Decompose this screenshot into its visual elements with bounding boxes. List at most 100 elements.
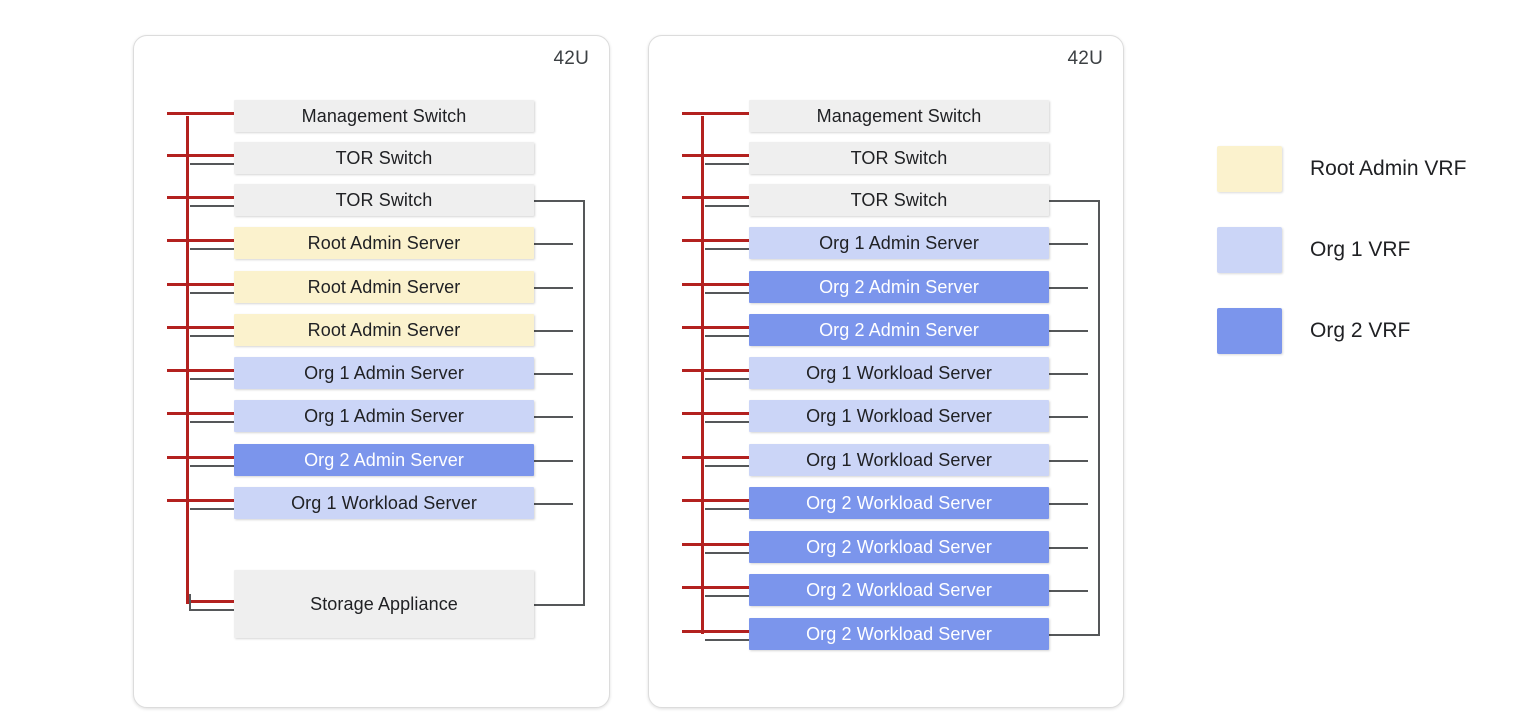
management-cable-stub [682,630,749,633]
data-cable-stub-left [190,248,234,250]
legend-item: Org 2 VRF [1217,308,1517,354]
device-org2[interactable]: Org 2 Workload Server [749,487,1049,519]
device-root[interactable]: Root Admin Server [234,227,534,259]
data-cable-stub-left [189,609,234,611]
data-cable-stub-right [534,503,573,505]
device-org1[interactable]: Org 1 Admin Server [234,400,534,432]
data-cable-stub-right [1049,503,1088,505]
data-cable-stub-left [190,421,234,423]
device-label: Org 2 Admin Server [304,449,464,470]
management-cable-stub [167,239,234,242]
device-label: TOR Switch [850,189,948,210]
device-switch[interactable]: Management Switch [749,100,1049,132]
data-cable-uplink-top [1049,200,1100,202]
device-org2[interactable]: Org 2 Admin Server [234,444,534,476]
device-label: Management Switch [816,105,982,126]
device-label: Root Admin Server [307,232,461,253]
management-cable-stub [167,196,234,199]
device-org2[interactable]: Org 2 Admin Server [749,314,1049,346]
data-cable-stub-left [705,378,749,380]
management-cable-stub [682,326,749,329]
management-cable-stub [682,499,749,502]
device-switch[interactable]: TOR Switch [749,184,1049,216]
device-label: TOR Switch [335,189,433,210]
management-cable-stub [167,456,234,459]
management-cable-stub [682,369,749,372]
data-cable-stub-right [1049,330,1088,332]
device-label: Org 1 Workload Server [806,449,992,470]
management-cable-stub [167,112,234,115]
device-org2[interactable]: Org 2 Workload Server [749,618,1049,650]
data-cable-stub-right [534,416,573,418]
legend-swatch-0 [1217,146,1282,192]
management-cable-stub [167,154,234,157]
management-cable-stub [167,499,234,502]
device-switch[interactable]: TOR Switch [749,142,1049,174]
device-org1[interactable]: Org 1 Admin Server [749,227,1049,259]
legend-label: Org 1 VRF [1310,238,1411,261]
data-cable-stub-right [1049,460,1088,462]
device-label: Org 1 Admin Server [304,405,464,426]
device-label: TOR Switch [850,147,948,168]
legend-label: Org 2 VRF [1310,319,1411,342]
device-org2[interactable]: Org 2 Workload Server [749,531,1049,563]
legend: Root Admin VRF Org 1 VRF Org 2 VRF [1217,146,1517,389]
data-cable-stub-left [190,205,234,207]
data-cable-stub-right [534,373,573,375]
device-label: Org 2 Workload Server [806,579,992,600]
data-cable-uplink-bottom [534,604,585,606]
data-cable-uplink-top [534,200,585,202]
device-label: Org 1 Workload Server [806,362,992,383]
management-cable-stub [167,369,234,372]
management-cable-stub [682,196,749,199]
data-cable-stub-left [705,205,749,207]
management-cable-stub [167,283,234,286]
data-cable-stub-left [190,335,234,337]
data-cable-stub-right [1049,373,1088,375]
rack-capacity-label: 42U [1067,48,1103,69]
legend-swatch-2 [1217,308,1282,354]
device-org1[interactable]: Org 1 Workload Server [749,400,1049,432]
data-cable-stub-right [1049,416,1088,418]
data-cable-stub-left [190,465,234,467]
device-org2[interactable]: Org 2 Admin Server [749,271,1049,303]
data-cable-stub-right [1049,287,1088,289]
data-cable-bus [583,200,585,604]
device-switch[interactable]: Management Switch [234,100,534,132]
management-cable-stub [682,543,749,546]
device-root[interactable]: Root Admin Server [234,314,534,346]
device-org1[interactable]: Org 1 Admin Server [234,357,534,389]
management-cable-stub [682,283,749,286]
device-switch[interactable]: TOR Switch [234,142,534,174]
data-cable-stub-left [190,508,234,510]
management-cable-stub [167,326,234,329]
management-cable-bus [186,116,189,604]
data-cable-stub-left [705,595,749,597]
device-label: Org 1 Workload Server [291,492,477,513]
data-cable-stub-left [705,465,749,467]
data-cable-stub-right [1049,590,1088,592]
management-cable-stub [682,456,749,459]
data-cable-stub-right [534,460,573,462]
data-cable-stub-left [705,639,749,641]
device-switch[interactable]: TOR Switch [234,184,534,216]
device-label: Storage Appliance [310,593,458,614]
data-cable-stub-left [705,552,749,554]
data-cable-stub-left [705,335,749,337]
data-cable-stub-left [705,421,749,423]
data-cable-stub-right [534,243,573,245]
device-org1[interactable]: Org 1 Workload Server [749,444,1049,476]
device-org1[interactable]: Org 1 Workload Server [749,357,1049,389]
management-cable-stub [167,412,234,415]
device-org2[interactable]: Org 2 Workload Server [749,574,1049,606]
device-org1[interactable]: Org 1 Workload Server [234,487,534,519]
data-cable-stub-right [1049,634,1088,636]
management-cable-stub [682,586,749,589]
legend-item: Root Admin VRF [1217,146,1517,192]
management-cable-stub [682,154,749,157]
device-storage[interactable]: Storage Appliance [234,570,534,638]
device-root[interactable]: Root Admin Server [234,271,534,303]
management-cable-stub [682,239,749,242]
device-label: Root Admin Server [307,319,461,340]
